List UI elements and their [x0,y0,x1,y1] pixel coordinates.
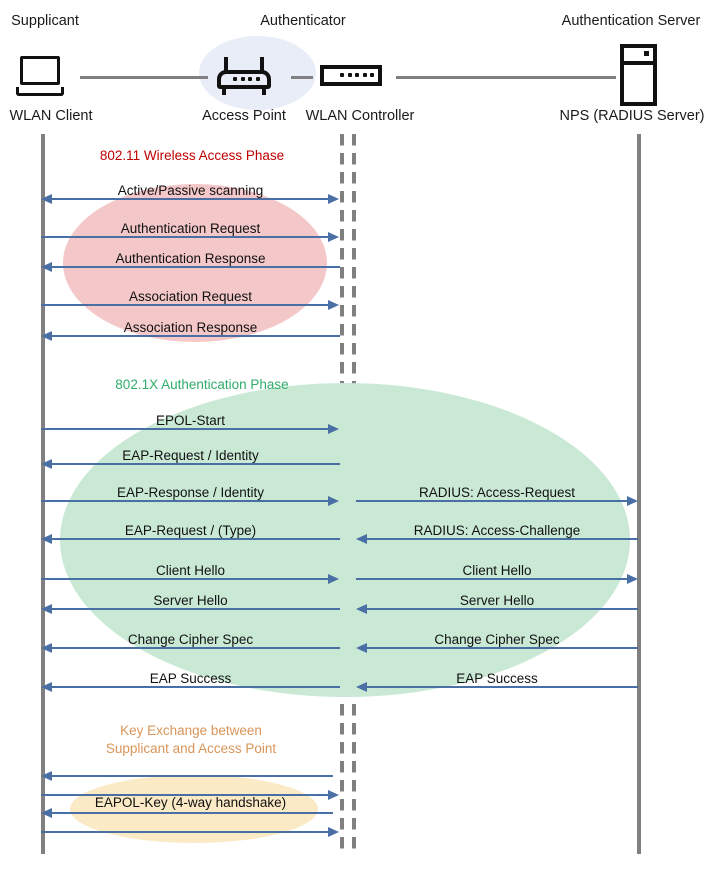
message-line-authentication-response [48,266,340,268]
arrowhead-right-eap-response-identity [328,496,339,506]
arrowhead-left-eap-success-left [41,682,52,692]
message-line-authentication-request [41,236,333,238]
arrowhead-left-server-hello-left [41,604,52,614]
role-label-authentication-server: Authentication Server [561,13,701,29]
device-label-nps-radius-server: NPS (RADIUS Server) [559,108,705,124]
message-label-eap-success-right: EAP Success [456,671,538,686]
lifeline-supplicant [41,134,45,854]
message-line-epol-start [41,428,333,430]
message-line-eapol-key-2 [41,794,333,796]
access-point-icon [217,57,271,95]
arrowhead-left-change-cipher-spec-left [41,643,52,653]
message-line-eapol-key-3 [48,812,333,814]
message-label-eapol-key-4way-handshake: EAPOL-Key (4-way handshake) [94,795,287,810]
arrowhead-left-eap-request-identity [41,459,52,469]
message-line-eapol-key-1 [48,775,333,777]
message-line-server-hello-right [363,608,638,610]
message-label-authentication-request: Authentication Request [120,221,261,236]
message-label-association-response: Association Response [123,320,258,335]
message-label-authentication-response: Authentication Response [115,251,266,266]
message-label-client-hello-left: Client Hello [155,563,226,578]
arrowhead-left-change-cipher-spec-right [356,643,367,653]
device-label-wlan-client: WLAN Client [9,108,93,124]
message-label-eap-response-identity: EAP-Response / Identity [116,485,265,500]
message-label-eap-request-identity: EAP-Request / Identity [122,448,259,463]
message-line-eap-request-type [48,538,340,540]
message-line-eapol-key-4 [41,831,333,833]
arrowhead-right-authentication-request [328,232,339,242]
role-label-supplicant: Supplicant [11,13,79,29]
message-label-change-cipher-spec-right: Change Cipher Spec [434,632,560,647]
message-line-association-request [41,304,333,306]
message-label-association-request: Association Request [128,289,253,304]
link-client-to-ap [80,76,208,79]
message-label-radius-access-request: RADIUS: Access-Request [418,485,576,500]
message-line-client-hello-right [356,578,631,580]
message-label-server-hello-left: Server Hello [153,593,228,608]
arrowhead-right-eapol-key-4 [328,827,339,837]
phase-label-80211: 802.11 Wireless Access Phase [99,148,285,163]
arrowhead-left-server-hello-right [356,604,367,614]
phase-ellipse-80211 [63,184,327,342]
arrowhead-left-eap-request-type [41,534,52,544]
arrowhead-right-radius-access-request [627,496,638,506]
arrowhead-right-eapol-key-2 [328,790,339,800]
arrowhead-right-epol-start [328,424,339,434]
server-icon [620,44,657,106]
phase-label-key-exchange-line1: Key Exchange between [120,723,262,738]
message-line-client-hello-left [41,578,333,580]
link-controller-to-server [396,76,616,79]
lifeline-authentication-server [637,134,641,854]
message-label-eap-request-type: EAP-Request / (Type) [124,523,257,538]
message-line-association-response [48,335,340,337]
role-label-authenticator: Authenticator [260,13,346,29]
message-label-radius-access-challenge: RADIUS: Access-Challenge [413,523,581,538]
message-line-radius-access-request [356,500,631,502]
message-line-radius-access-challenge [363,538,638,540]
message-line-active-passive-scanning [48,198,333,200]
arrowhead-right-client-hello-left [328,574,339,584]
message-line-eap-success-right [363,686,638,688]
phase-label-8021x: 802.1X Authentication Phase [115,377,289,392]
message-line-eap-request-identity [48,463,340,465]
arrowhead-left-active-passive-scanning [41,194,52,204]
arrowhead-left-authentication-response [41,262,52,272]
message-label-client-hello-right: Client Hello [462,563,532,578]
wlan-controller-icon [320,65,382,86]
arrowhead-left-eapol-key-3 [41,808,52,818]
device-label-access-point: Access Point [202,108,286,124]
arrowhead-left-association-response [41,331,52,341]
message-label-change-cipher-spec-left: Change Cipher Spec [127,632,254,647]
laptop-icon [16,56,64,96]
message-line-server-hello-left [48,608,340,610]
arrowhead-right-association-request [328,300,339,310]
message-line-change-cipher-spec-right [363,647,638,649]
arrowhead-right-client-hello-right [627,574,638,584]
phase-label-key-exchange-line2: Supplicant and Access Point [105,741,277,756]
message-label-active-passive-scanning: Active/Passive scanning [117,183,264,198]
message-line-change-cipher-spec-left [48,647,340,649]
arrowhead-left-radius-access-challenge [356,534,367,544]
arrowhead-left-eapol-key-1 [41,771,52,781]
message-label-epol-start: EPOL-Start [155,413,226,428]
message-label-eap-success-left: EAP Success [149,671,232,686]
link-ap-to-controller [291,76,313,79]
message-line-eap-response-identity [41,500,333,502]
arrowhead-left-eap-success-right [356,682,367,692]
arrowhead-right-active-passive-scanning [328,194,339,204]
device-label-wlan-controller: WLAN Controller [305,108,415,124]
message-label-server-hello-right: Server Hello [459,593,535,608]
phase-ellipse-8021x [60,383,630,697]
message-line-eap-success-left [48,686,340,688]
